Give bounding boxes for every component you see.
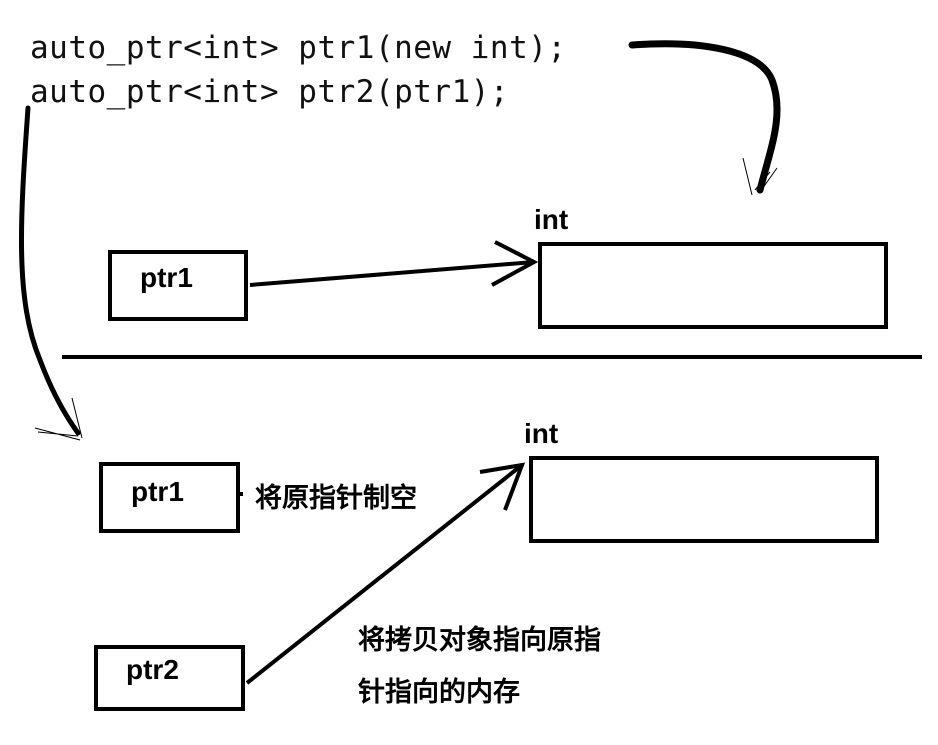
int-label-bottom: int xyxy=(524,418,559,449)
ptr2-box xyxy=(94,645,245,711)
ptr1-label-bottom: ptr1 xyxy=(131,476,184,507)
curve-arrow-line1 xyxy=(628,40,781,194)
arrow-ptr2-to-int xyxy=(245,463,524,685)
arrowhead-sketch-bottom xyxy=(34,397,83,441)
int-memory-box-top xyxy=(538,242,888,329)
arrowhead-sketch-top xyxy=(742,157,778,196)
ptr2-label: ptr2 xyxy=(126,654,179,685)
code-line-2: auto_ptr<int> ptr2(ptr1); xyxy=(30,74,510,110)
note-copy-line-1: 将拷贝对象指向原指 xyxy=(358,625,601,656)
note-copy-line-2: 针指向的内存 xyxy=(358,677,520,708)
int-label-top: int xyxy=(534,204,569,235)
code-line-1: auto_ptr<int> ptr1(new int); xyxy=(30,30,567,66)
curve-arrow-line2 xyxy=(19,105,81,436)
ptr1-box-top xyxy=(108,250,248,321)
ptr1-box-bottom xyxy=(99,462,240,533)
arrowhead-top xyxy=(491,240,539,287)
int-memory-box-bottom xyxy=(529,456,879,543)
note-set-null: 将原指针制空 xyxy=(255,483,417,514)
ptr1-label-top: ptr1 xyxy=(140,262,193,293)
arrow-top-ptr1-to-int xyxy=(249,260,535,287)
arrowhead-bottom xyxy=(479,462,526,511)
